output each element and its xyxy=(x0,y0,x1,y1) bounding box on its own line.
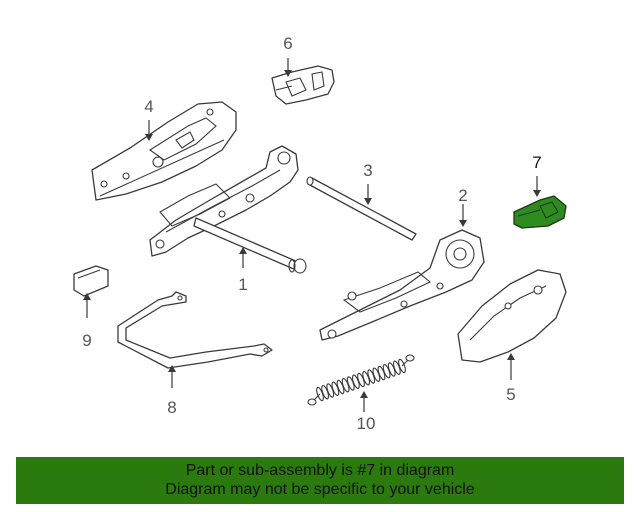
leader-lines xyxy=(83,58,541,412)
callout-2: 2 xyxy=(458,186,467,205)
part-10-spring[interactable] xyxy=(307,354,415,406)
part-2-seat-track[interactable] xyxy=(319,229,485,341)
callout-7: 7 xyxy=(532,153,541,172)
callout-1: 1 xyxy=(238,275,247,294)
spring-coil xyxy=(398,358,406,374)
callout-10: 10 xyxy=(357,414,376,433)
part-8-wire-frame[interactable] xyxy=(117,291,273,369)
callout-4: 4 xyxy=(144,97,153,116)
part-5-side-shield[interactable] xyxy=(457,269,567,363)
callout-6: 6 xyxy=(283,34,292,53)
callout-3: 3 xyxy=(363,161,372,180)
info-banner: Part or sub-assembly is #7 in diagram Di… xyxy=(16,457,624,504)
part-3-rod[interactable] xyxy=(306,176,417,241)
callout-8: 8 xyxy=(167,398,176,417)
callout-9: 9 xyxy=(82,331,91,350)
banner-line-2: Diagram may not be specific to your vehi… xyxy=(165,481,475,498)
part-9-pad[interactable] xyxy=(73,265,109,297)
parts-diagram: 6 4 3 2 7 1 9 5 8 10 xyxy=(73,34,567,433)
part-7-cover-highlighted[interactable] xyxy=(513,195,567,229)
part-6-clip[interactable] xyxy=(271,65,335,105)
banner-line-1: Part or sub-assembly is #7 in diagram xyxy=(185,462,455,479)
callout-5: 5 xyxy=(506,385,515,404)
part-1-seat-track[interactable] xyxy=(149,145,307,274)
part-4-recliner-bracket[interactable] xyxy=(91,101,237,201)
